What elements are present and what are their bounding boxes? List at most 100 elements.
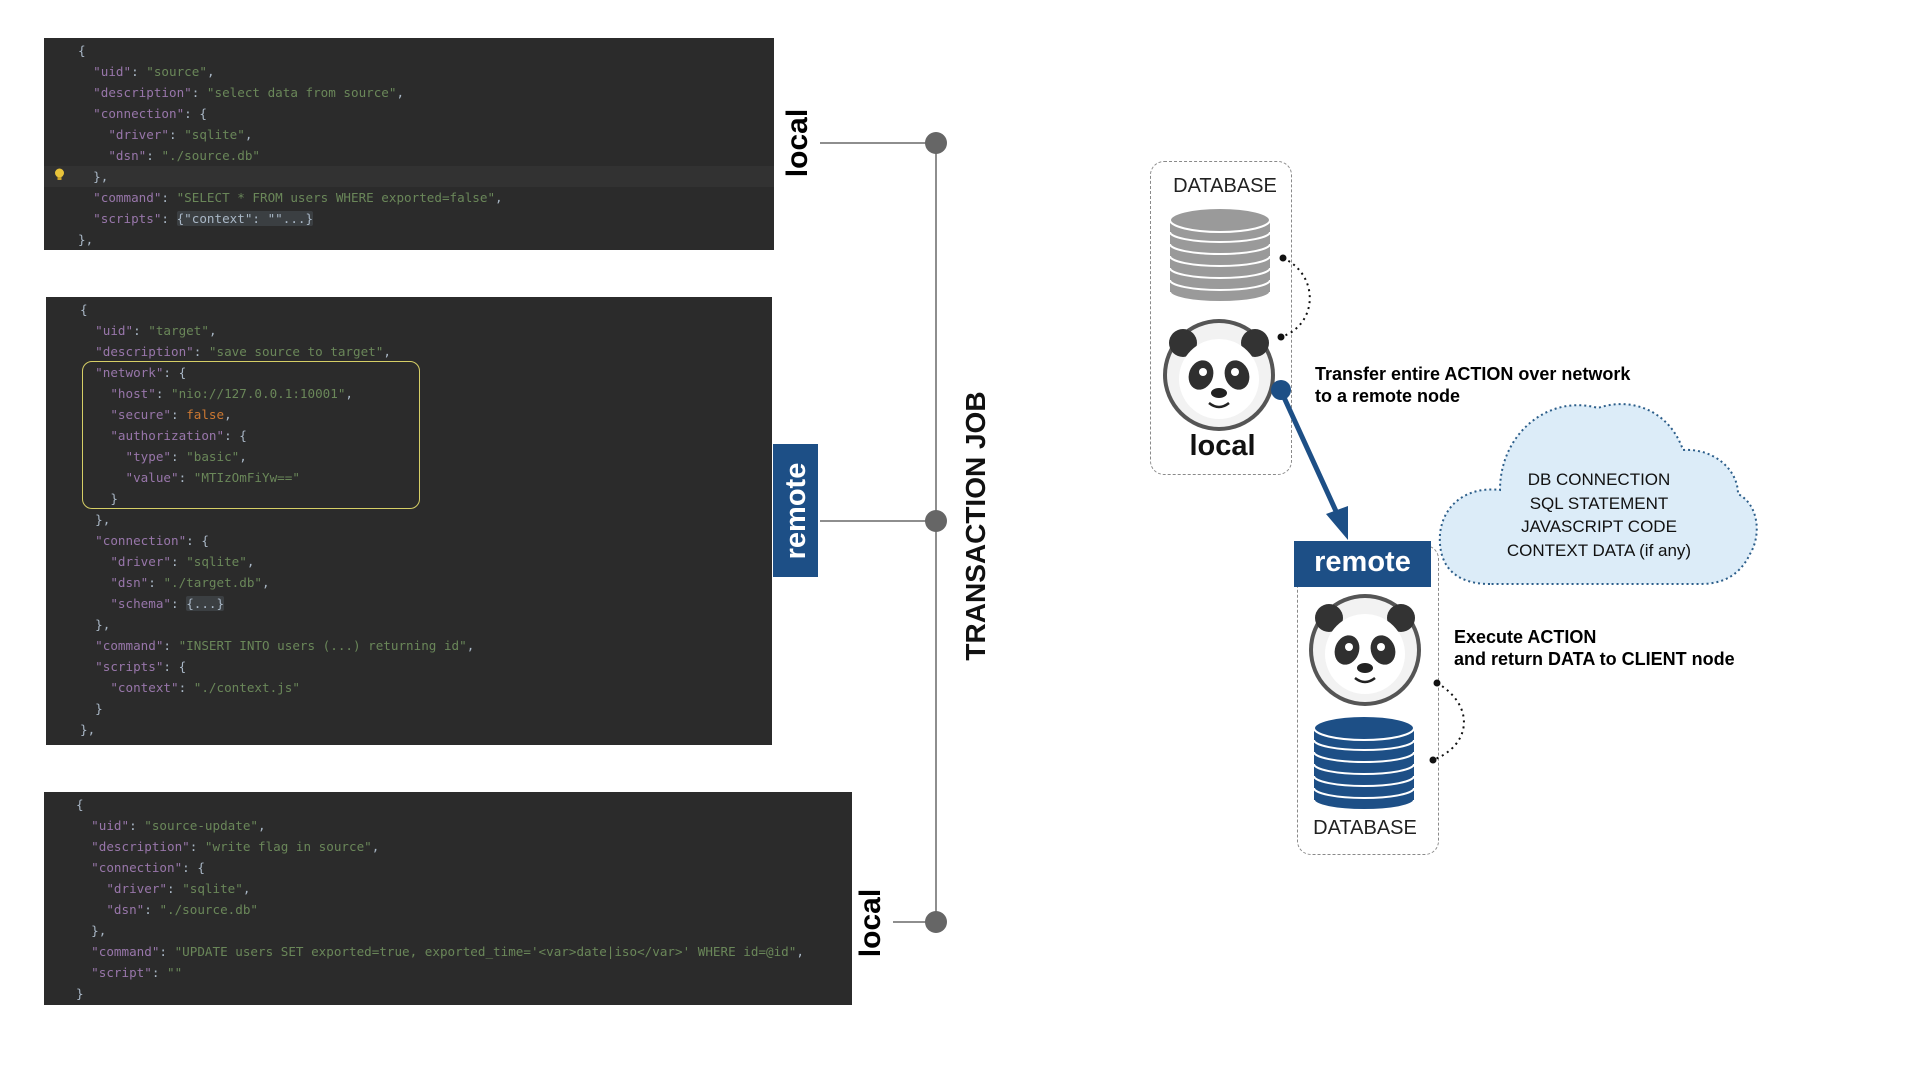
code-line: "context": "./context.js" — [80, 677, 772, 698]
json-token: : — [171, 449, 187, 464]
code-line: }, — [80, 614, 772, 635]
remote-node-label: remote — [1314, 546, 1411, 578]
json-token: , — [371, 839, 380, 854]
json-key: "context" — [110, 680, 179, 695]
arrow-head — [1326, 506, 1348, 540]
json-key: "authorization" — [110, 428, 225, 443]
timeline-node-2 — [925, 510, 947, 532]
json-key: "connection" — [93, 106, 185, 121]
code-line: }, — [78, 166, 774, 187]
json-string: "MTIzOmFiYw==" — [193, 470, 300, 485]
json-token: , — [495, 190, 503, 205]
json-token: : — [193, 344, 209, 359]
json-token: : — [178, 470, 194, 485]
folded-region[interactable]: {"context": ""...} — [176, 211, 314, 226]
json-token: : — [133, 323, 149, 338]
json-key: "command" — [95, 638, 164, 653]
code-block-source: { "uid": "source", "description": "selec… — [44, 38, 774, 250]
json-key: "description" — [91, 839, 190, 854]
json-token: , — [224, 407, 232, 422]
json-key: "driver" — [110, 554, 172, 569]
code-line: "uid": "target", — [80, 320, 772, 341]
json-key: "uid" — [95, 323, 134, 338]
cloud-icon — [1438, 403, 1758, 585]
json-string: "sqlite" — [182, 881, 243, 896]
json-token: : — [171, 554, 187, 569]
code-line: }, — [80, 509, 772, 530]
json-string: "source-update" — [144, 818, 258, 833]
json-key: "command" — [93, 190, 162, 205]
json-token: , — [244, 127, 253, 142]
json-token: , — [345, 386, 353, 401]
json-token: : — [189, 839, 205, 854]
remote-db-label: DATABASE — [1313, 817, 1417, 839]
json-token: , — [262, 575, 270, 590]
json-key: "schema" — [110, 596, 172, 611]
json-token: : { — [186, 533, 209, 548]
json-string: "" — [167, 965, 183, 980]
code-line: "connection": { — [76, 857, 852, 878]
json-token: { — [78, 43, 86, 58]
json-token: , — [466, 638, 475, 653]
code-line: "schema": {...} — [80, 593, 772, 614]
database-icon — [1169, 207, 1271, 303]
json-string: "./source.db" — [159, 902, 259, 917]
json-string: "./target.db" — [163, 575, 263, 590]
timeline-node-3 — [925, 911, 947, 933]
local-node-box — [1150, 161, 1292, 475]
code-line: }, — [78, 229, 774, 250]
json-key: "dsn" — [108, 148, 147, 163]
code-line: { — [80, 299, 772, 320]
code-line: "dsn": "./target.db", — [80, 572, 772, 593]
json-token: { — [80, 302, 88, 317]
json-token: : { — [163, 365, 187, 380]
json-key: "command" — [91, 944, 160, 959]
json-token: }, — [76, 923, 107, 938]
code-line: "uid": "source", — [78, 61, 774, 82]
local-db-label: DATABASE — [1173, 175, 1277, 197]
json-string: "write flag in source" — [204, 839, 372, 854]
json-key: "script" — [91, 965, 152, 980]
lightbulb-icon[interactable] — [54, 168, 65, 182]
code-line: "driver": "sqlite", — [76, 878, 852, 899]
code-line: "uid": "source-update", — [76, 815, 852, 836]
code-line: "description": "select data from source"… — [78, 82, 774, 103]
json-key: "scripts" — [95, 659, 164, 674]
json-token: : — [171, 407, 187, 422]
json-token: , — [396, 85, 405, 100]
json-token: : — [159, 944, 175, 959]
json-token: , — [206, 64, 215, 79]
json-token: { — [76, 797, 84, 812]
remote-node-header — [1294, 541, 1431, 587]
cloud-text: DB CONNECTION SQL STATEMENT JAVASCRIPT C… — [1506, 470, 1692, 560]
code-line: }, — [80, 719, 772, 740]
json-token: : — [146, 148, 162, 163]
json-key: "dsn" — [110, 575, 149, 590]
code-line: "value": "MTIzOmFiYw==" — [80, 467, 772, 488]
json-key: "dsn" — [106, 902, 145, 917]
json-string: "./source.db" — [161, 148, 261, 163]
code-line: "host": "nio://127.0.0.1:10001", — [80, 383, 772, 404]
json-token: : — [151, 965, 168, 980]
json-token: : — [129, 818, 145, 833]
folded-region[interactable]: {...} — [186, 596, 225, 611]
panda-icon — [1163, 319, 1275, 431]
code-line: "command": "INSERT INTO users (...) retu… — [80, 635, 772, 656]
json-token: : { — [224, 428, 247, 443]
json-token: : { — [184, 106, 207, 121]
code-line: "type": "basic", — [80, 446, 772, 467]
json-key: "scripts" — [93, 211, 162, 226]
code-line: "dsn": "./source.db" — [76, 899, 852, 920]
arrow-origin — [1271, 380, 1291, 400]
panda-icon — [1309, 594, 1421, 706]
json-token: : { — [163, 659, 187, 674]
network-highlight-box — [82, 361, 420, 509]
json-token: : — [169, 127, 185, 142]
database-icon — [1313, 715, 1415, 811]
json-token: } — [80, 491, 118, 506]
json-token: }, — [80, 617, 111, 632]
json-token: : — [171, 596, 187, 611]
transfer-text: Transfer entire ACTION over network to a… — [1315, 364, 1631, 406]
